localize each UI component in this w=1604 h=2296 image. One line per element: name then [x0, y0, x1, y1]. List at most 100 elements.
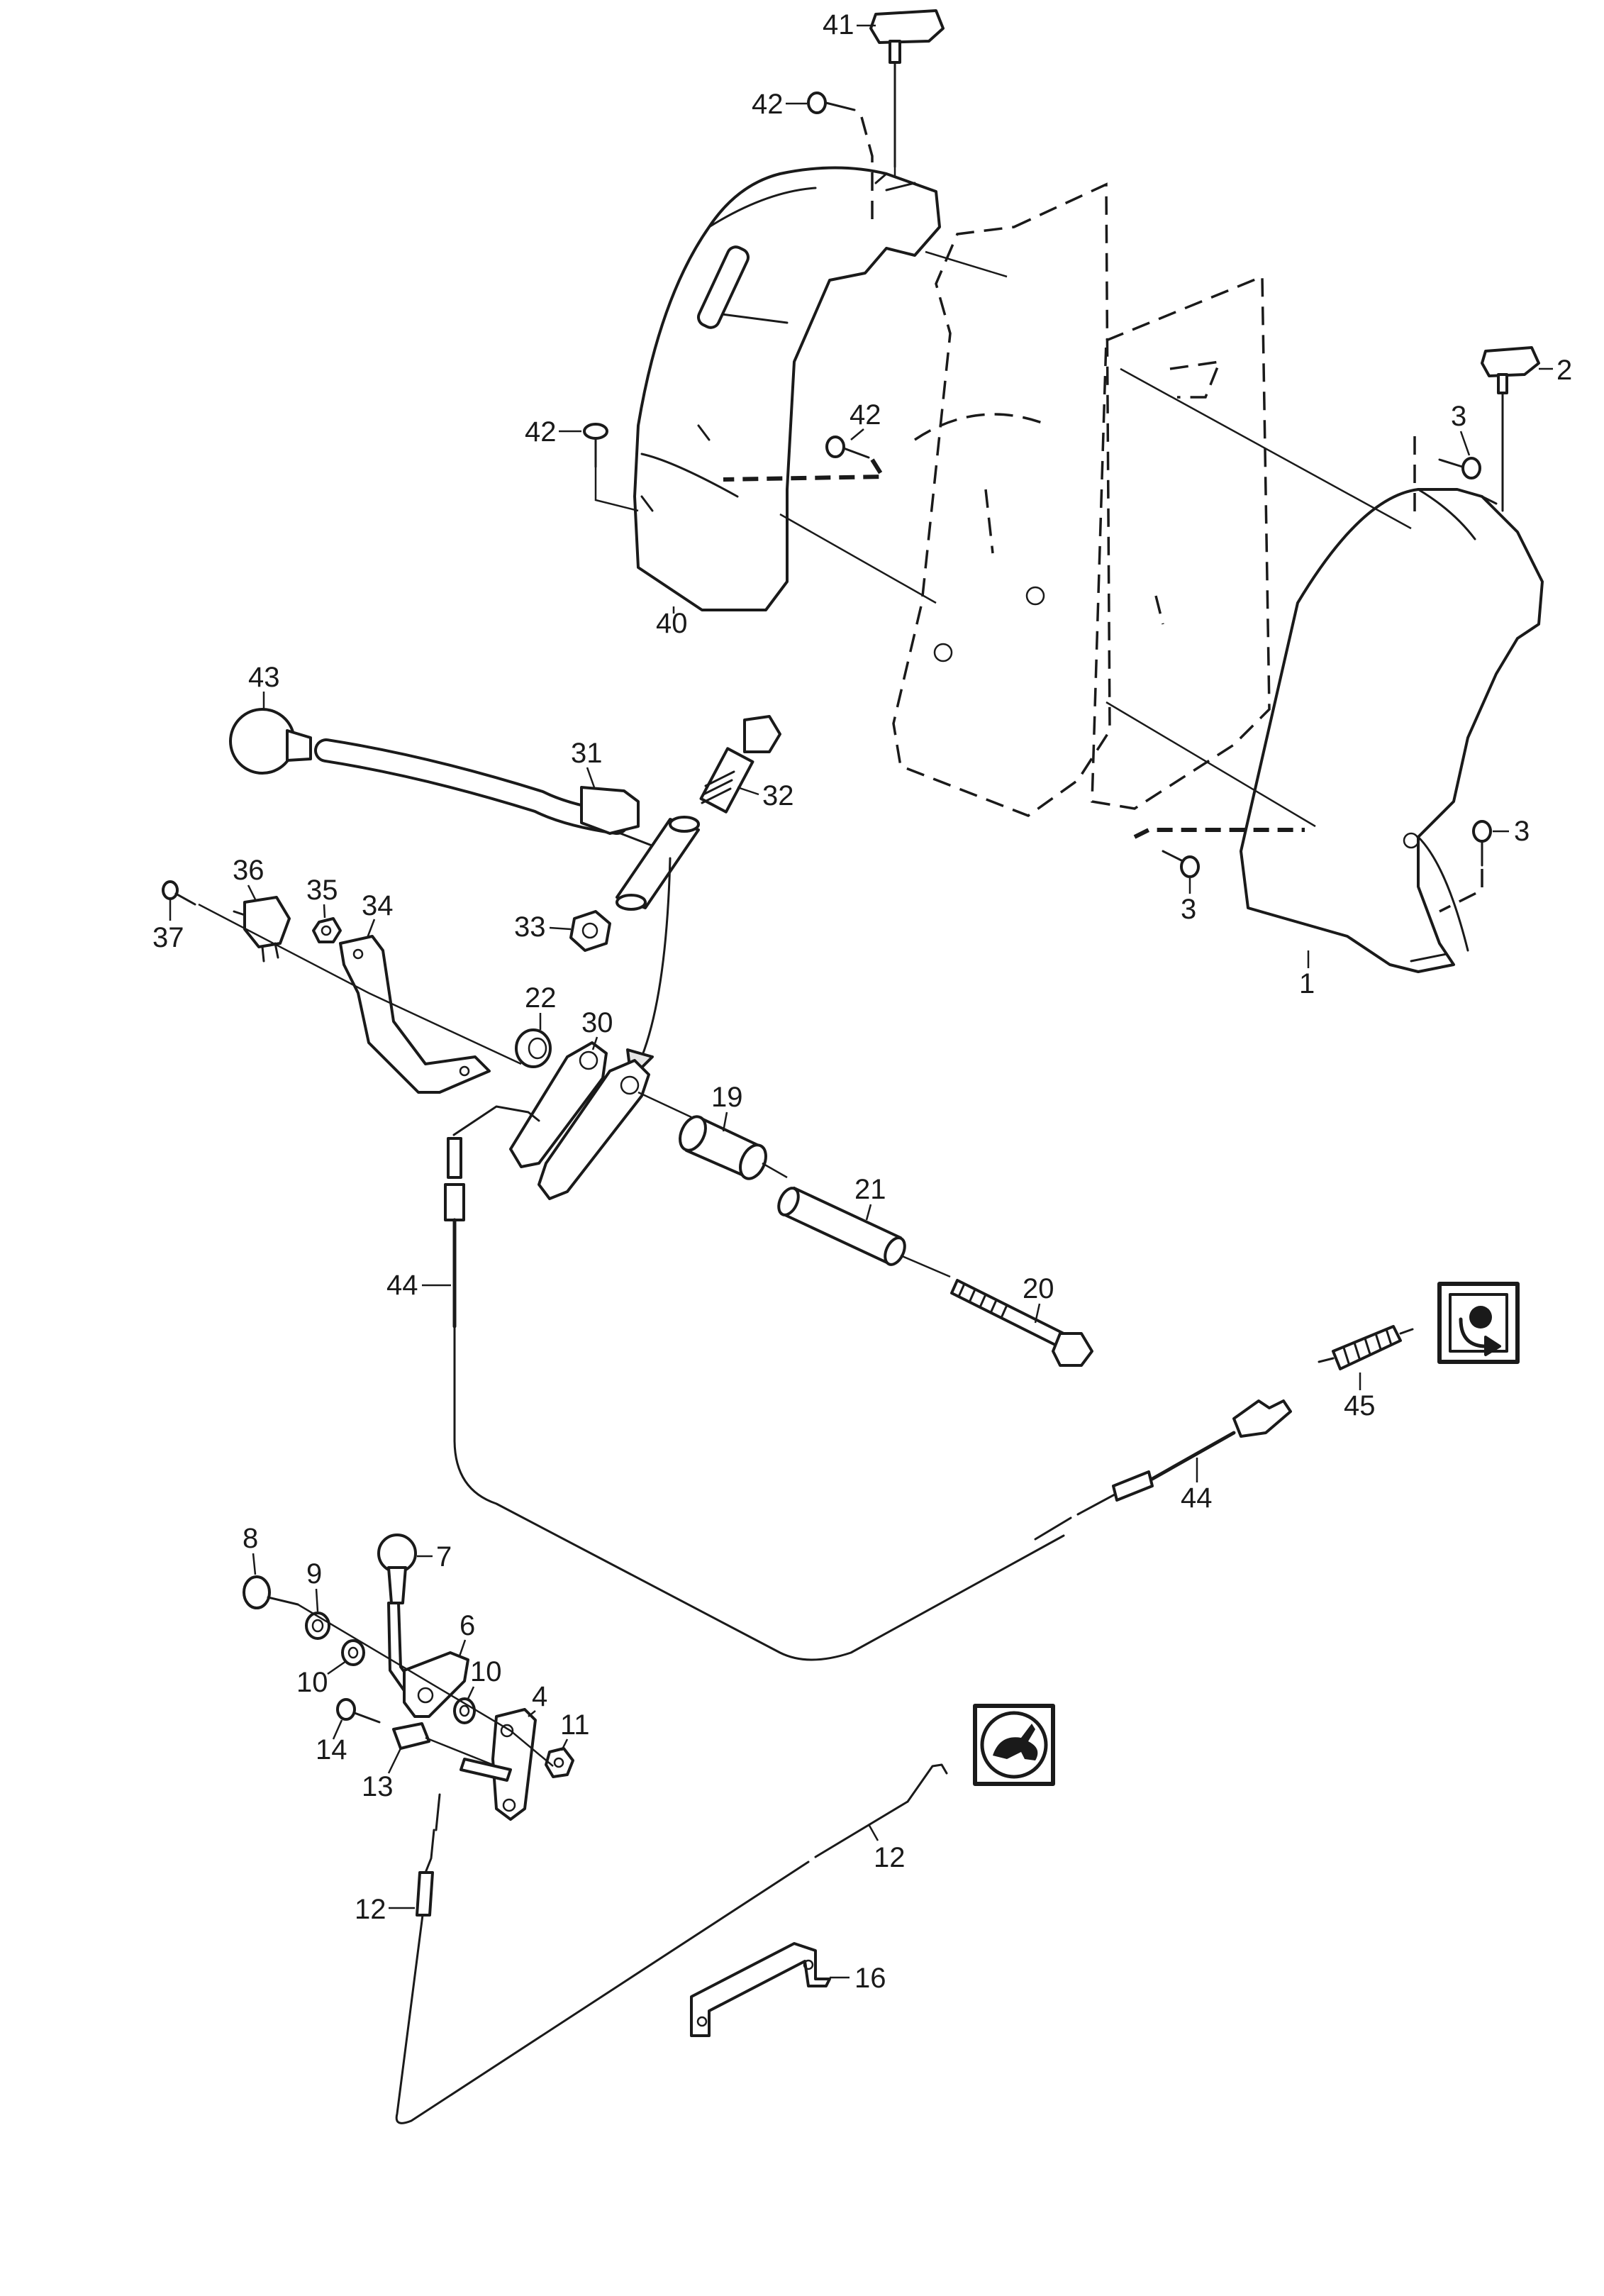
svg-text:37: 37: [152, 922, 184, 953]
callout-20: 20: [1023, 1273, 1054, 1324]
svg-text:44: 44: [1181, 1482, 1213, 1514]
callout-31: 31: [571, 738, 603, 788]
callout-12-right: 12: [867, 1824, 906, 1873]
svg-text:33: 33: [514, 911, 546, 943]
svg-text:31: 31: [571, 738, 603, 769]
svg-text:1: 1: [1299, 968, 1315, 999]
bracket-4: [460, 1708, 537, 1821]
callout-3-bottom: 3: [1181, 878, 1196, 925]
callout-30: 30: [581, 1007, 613, 1050]
svg-text:43: 43: [248, 662, 280, 693]
callout-9: 9: [306, 1558, 322, 1612]
bolt-20: [950, 1279, 1093, 1367]
lever-axis-line: [297, 1603, 554, 1767]
svg-text:3: 3: [1514, 816, 1530, 847]
svg-text:19: 19: [711, 1082, 743, 1113]
spacer-tube-21: [777, 1187, 906, 1266]
callout-42-left: 42: [525, 416, 581, 448]
bracket-34: [339, 935, 491, 1094]
tube-axis-line: [900, 1254, 951, 1278]
callout-42-top: 42: [752, 89, 807, 120]
right-chute-shield-part: [1240, 488, 1544, 973]
svg-text:12: 12: [355, 1894, 386, 1925]
svg-text:10: 10: [296, 1667, 328, 1698]
bolt-32: [699, 715, 781, 814]
callout-1: 1: [1299, 950, 1315, 999]
svg-text:32: 32: [762, 780, 794, 811]
svg-text:2: 2: [1556, 355, 1572, 386]
speed-lever-7: [377, 1534, 420, 1700]
callout-40: 40: [656, 606, 688, 639]
callout-3-right: 3: [1493, 816, 1530, 847]
chute-cap-knob-right: [1481, 346, 1540, 512]
svg-text:3: 3: [1181, 894, 1196, 925]
washer-10-right: [453, 1697, 476, 1724]
callout-3-upper: 3: [1451, 401, 1471, 456]
callout-10-right: 10: [467, 1656, 502, 1699]
callout-8: 8: [243, 1523, 258, 1575]
callout-45: 45: [1344, 1372, 1376, 1421]
svg-text:40: 40: [656, 608, 688, 639]
chute-cap-knob-top: [869, 9, 945, 168]
callout-42-mid: 42: [850, 399, 881, 440]
clip-13: [392, 1722, 430, 1750]
svg-text:6: 6: [460, 1610, 475, 1641]
callout-41: 41: [823, 9, 876, 40]
svg-text:21: 21: [854, 1174, 886, 1205]
lever-guide-arrow: [640, 857, 672, 1058]
svg-text:16: 16: [854, 1963, 886, 1994]
callout-21: 21: [854, 1174, 886, 1221]
svg-text:45: 45: [1344, 1390, 1376, 1421]
screw-3-bottom: [1133, 828, 1305, 878]
rabbit-speed-icon: [973, 1704, 1055, 1786]
callout-7: 7: [417, 1541, 452, 1573]
screw-37: [162, 880, 196, 906]
svg-text:10: 10: [470, 1656, 502, 1687]
spring-45: [1318, 1325, 1414, 1370]
callout-44-left: 44: [386, 1270, 451, 1301]
svg-text:20: 20: [1023, 1273, 1054, 1304]
callout-11: 11: [560, 1709, 590, 1751]
callout-16: 16: [830, 1963, 886, 1994]
svg-text:42: 42: [752, 89, 784, 120]
spacer-22: [515, 1028, 552, 1068]
callout-14: 14: [316, 1719, 347, 1765]
chute-rotation-icon: [1437, 1282, 1520, 1364]
callout-4: 4: [528, 1681, 547, 1717]
callout-10-left: 10: [296, 1660, 347, 1698]
svg-text:9: 9: [306, 1558, 322, 1590]
svg-text:4: 4: [532, 1681, 547, 1712]
bushing-19: [679, 1115, 767, 1180]
nut-35: [312, 917, 342, 943]
svg-text:3: 3: [1451, 401, 1466, 432]
assembly-guide-lines: [779, 167, 1412, 828]
svg-text:42: 42: [525, 416, 557, 448]
bushing-axis-line: [762, 1162, 788, 1179]
screw-3-upper-right: [1413, 436, 1481, 518]
callout-43: 43: [248, 662, 280, 709]
callout-36: 36: [233, 855, 264, 900]
switch-axis-line: [198, 903, 522, 1065]
callout-22: 22: [525, 982, 557, 1030]
svg-text:12: 12: [874, 1842, 906, 1873]
left-chute-shield-part: [633, 166, 941, 611]
callout-34: 34: [362, 890, 394, 938]
screw-42-mid: [723, 436, 887, 482]
screw-3-lower-right: [1439, 820, 1492, 913]
bolt-8: [243, 1575, 299, 1609]
callout-32: 32: [737, 780, 794, 811]
svg-text:41: 41: [823, 9, 854, 40]
svg-text:11: 11: [560, 1709, 590, 1741]
callout-19: 19: [711, 1082, 743, 1132]
svg-text:14: 14: [316, 1734, 347, 1765]
svg-text:13: 13: [362, 1771, 394, 1802]
callout-13: 13: [362, 1748, 402, 1802]
callout-37: 37: [152, 899, 184, 953]
callout-6: 6: [458, 1610, 475, 1657]
svg-text:42: 42: [850, 399, 881, 431]
svg-text:30: 30: [581, 1007, 613, 1038]
bracket-16: [690, 1942, 831, 2037]
microswitch-36: [233, 896, 291, 963]
callout-44-right: 44: [1181, 1458, 1213, 1514]
svg-text:8: 8: [243, 1523, 258, 1554]
